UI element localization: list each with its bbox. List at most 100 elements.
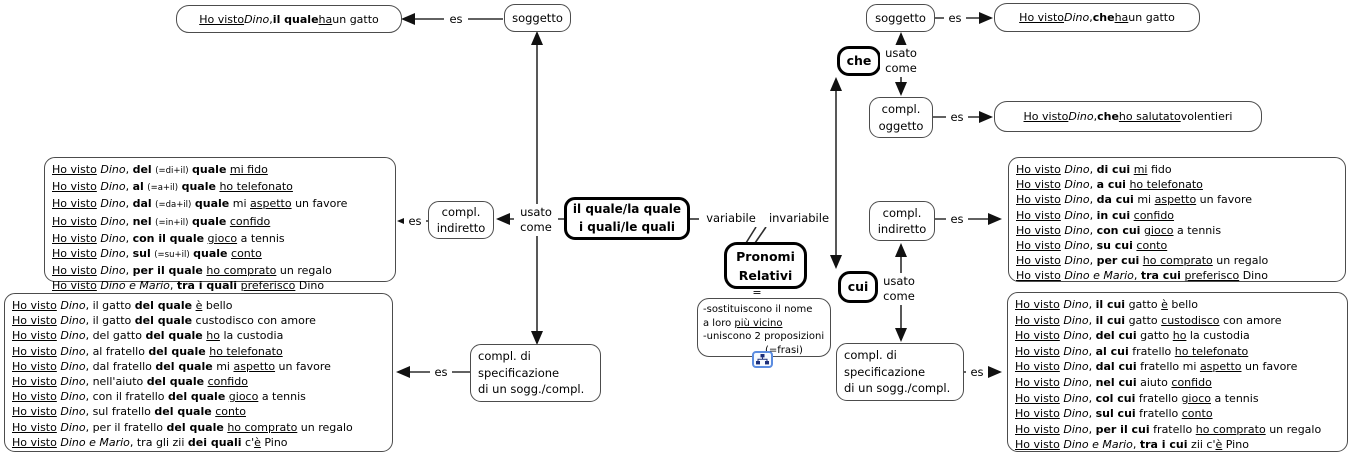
text-segment: a tennis — [258, 390, 306, 404]
sentence-line: Ho visto Dino, nell'aiuto del quale conf… — [12, 374, 248, 389]
text-segment: (=su+il) — [154, 250, 190, 261]
concept-node-che[interactable]: che — [837, 46, 881, 76]
text-segment: , — [1088, 360, 1096, 374]
text-segment: un favore — [1241, 360, 1298, 374]
text-segment: Ho visto — [52, 247, 97, 261]
text-segment: , — [125, 231, 133, 245]
sentence-line: -sostituiscono il nome — [703, 303, 812, 317]
text-segment: del — [132, 163, 152, 176]
text-segment: , — [1088, 375, 1096, 389]
text-segment: per il quale — [132, 264, 203, 278]
text-segment: Dino — [60, 359, 86, 373]
text-segment: ho — [1172, 329, 1187, 343]
link-label-es[interactable]: es — [430, 364, 452, 380]
text-segment: , — [1088, 298, 1096, 311]
text-segment: un favore — [1196, 193, 1253, 207]
relation-node-compl-indiretto-left[interactable]: compl.indiretto — [428, 201, 494, 239]
text-segment: con il quale — [132, 231, 205, 245]
arrowhead-right — [979, 12, 993, 24]
text-segment: Dino — [1063, 375, 1089, 389]
example-node-che-oggetto[interactable]: Ho visto Dino, che ho salutato volentier… — [994, 101, 1262, 132]
text-segment: fratello — [1135, 391, 1182, 405]
text-segment: Ho visto — [1015, 298, 1060, 311]
edge-variabile-pronomi — [745, 226, 757, 244]
arrowhead-down — [895, 328, 907, 342]
link-label-es[interactable]: es — [946, 109, 968, 125]
sentence-line: Ho visto Dino, con il fratello del quale… — [12, 389, 306, 404]
text-segment: fratello — [1135, 407, 1182, 421]
text-line: Pronomi — [736, 248, 795, 264]
text-line: soggetto — [875, 10, 926, 25]
link-label-es[interactable]: es — [966, 364, 988, 380]
arrowhead-down — [895, 82, 907, 96]
text-segment: Ho visto — [1019, 11, 1065, 24]
text-segment: tra i cui — [1139, 438, 1188, 452]
text-segment: nel — [132, 214, 152, 228]
sentence-line: Ho visto Dino, sul fratello del quale co… — [12, 404, 246, 419]
text-line: soggetto — [512, 10, 563, 25]
text-segment: il cui — [1095, 298, 1126, 311]
text-segment: fido — [1147, 163, 1172, 176]
text-segment: Dino — [1064, 223, 1090, 237]
text-segment: , — [269, 12, 273, 26]
definition-node-pronomi[interactable]: -sostituiscono il nome a loro più vicino… — [697, 298, 831, 357]
text-segment: Dino — [100, 214, 126, 228]
text-segment: un regalo — [276, 264, 332, 278]
text-segment: Ho visto — [1015, 375, 1060, 389]
relation-node-compl-oggetto[interactable]: compl.oggetto — [869, 97, 933, 138]
text-line: indiretto — [436, 221, 486, 235]
text-line: compl. — [882, 205, 922, 220]
text-segment: Ho visto — [12, 359, 57, 373]
example-node-che-soggetto[interactable]: Ho visto Dino, che ha un gatto — [994, 3, 1200, 32]
text-segment: , — [1089, 208, 1097, 222]
text-segment: a loro — [703, 317, 735, 329]
text-line: specificazione — [478, 365, 560, 380]
relation-node-soggetto-right[interactable]: soggetto — [866, 4, 935, 32]
text-segment: Ho visto — [1016, 178, 1061, 192]
text-segment: mi — [229, 197, 250, 211]
link-label-es[interactable]: es — [404, 213, 426, 229]
text-line: di un sogg./compl. — [478, 382, 585, 397]
text-segment: Dino — [100, 163, 126, 176]
link-label-variabile[interactable]: variabile — [699, 210, 763, 227]
sentence-line: Ho visto Dino, dal cui fratello mi aspet… — [1015, 359, 1297, 375]
text-segment: Pino — [1222, 438, 1249, 452]
text-segment: , tra gli zii — [129, 435, 188, 449]
text-segment: ho comprato — [227, 420, 298, 434]
text-segment: a tennis — [1211, 391, 1259, 405]
sentence-line: Ho visto Dino, il cui gatto custodisco c… — [1015, 313, 1281, 329]
example-node-il-quale-specificazione[interactable]: Ho visto Dino, il gatto del quale è bell… — [4, 293, 393, 452]
text-segment: gioco — [207, 231, 238, 245]
relation-node-soggetto-left[interactable]: soggetto — [504, 4, 571, 32]
text-segment: quale — [181, 180, 216, 194]
text-segment: bello — [1167, 298, 1199, 311]
resource-hierarchy-icon[interactable] — [752, 351, 773, 368]
link-label-es[interactable]: es — [946, 211, 968, 227]
text-segment: Ho visto — [1016, 193, 1061, 207]
link-label-es[interactable]: es — [944, 10, 966, 26]
text-segment: è — [1161, 298, 1168, 311]
text-segment: del quale — [167, 390, 226, 404]
text-segment: al — [132, 180, 144, 194]
text-segment: di cui — [1096, 163, 1131, 176]
link-label-invariabile[interactable]: invariabile — [765, 210, 833, 227]
example-node-il-quale-soggetto[interactable]: Ho visto Dino, il quale ha un gatto — [176, 5, 402, 33]
sentence-line: Ho visto Dino, sul (=su+il) quale conto — [52, 246, 262, 263]
example-node-il-quale-indiretto[interactable]: Ho visto Dino, del (=di+il) quale mi fid… — [44, 157, 396, 292]
text-segment: Dino — [1063, 422, 1089, 436]
text-segment: ho telefonato — [209, 344, 283, 358]
relation-node-compl-indiretto-right[interactable]: compl.indiretto — [869, 201, 935, 241]
concept-node-cui[interactable]: cui — [838, 271, 878, 303]
text-segment: è — [1215, 438, 1223, 452]
text-segment: che — [1097, 110, 1119, 123]
link-label-es[interactable]: es — [444, 11, 468, 27]
